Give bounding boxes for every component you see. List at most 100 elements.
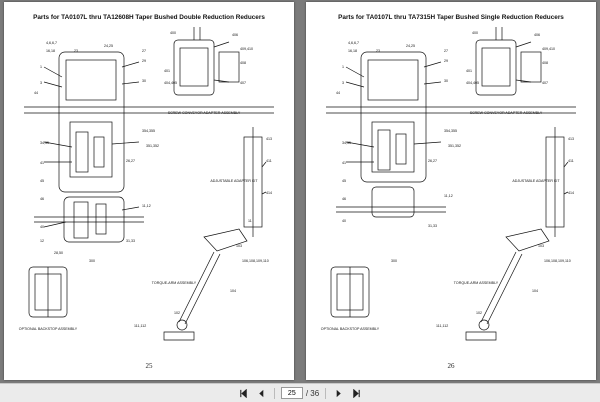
total-pages-label: / 36 bbox=[305, 388, 320, 398]
callout-label: 111,112 bbox=[134, 324, 146, 328]
callout-label: 16,18 bbox=[46, 49, 55, 53]
callout-label: 408 bbox=[542, 61, 548, 65]
next-page-icon bbox=[336, 389, 341, 397]
page-25: Parts for TA0107L thru TA12608H Taper Bu… bbox=[4, 2, 294, 380]
callout-label: 27 bbox=[444, 49, 448, 53]
next-page-button[interactable] bbox=[332, 387, 344, 399]
callout-label: 103 bbox=[236, 244, 242, 248]
page-number: 25 bbox=[145, 362, 153, 370]
callout-label: 16,18 bbox=[348, 49, 357, 53]
callout-label: 4,6,6,7 bbox=[46, 41, 57, 45]
callout-label: 26,27 bbox=[428, 159, 437, 163]
callout-label: 4,6,6,7 bbox=[348, 41, 359, 45]
callout-label: 401 bbox=[164, 69, 170, 73]
first-page-button[interactable] bbox=[238, 387, 250, 399]
callout-label: 406 bbox=[232, 33, 238, 37]
callout-label: 44 bbox=[34, 91, 38, 95]
callout-label: 102 bbox=[174, 311, 180, 315]
callout-label: 354,355 bbox=[444, 129, 457, 133]
caption-backstop: OPTIONAL BACKSTOP ASSEMBLY bbox=[19, 327, 78, 331]
exploded-parts-diagram: 4,6,6,7 16,18 1 3 44 34,35 41 45 46 40 1… bbox=[19, 27, 274, 341]
callout-label: 408 bbox=[240, 61, 246, 65]
callout-label: 31,33 bbox=[428, 224, 437, 228]
page-title: Parts for TA0107L thru TA7315H Taper Bus… bbox=[338, 14, 564, 21]
callout-label: 30 bbox=[142, 79, 146, 83]
callout-label: 106,108,109,110 bbox=[544, 259, 571, 263]
callout-label: 413 bbox=[266, 137, 272, 141]
callout-label: 111,112 bbox=[436, 324, 448, 328]
page-title: Parts for TA0107L thru TA12608H Taper Bu… bbox=[33, 14, 265, 21]
caption-backstop: OPTIONAL BACKSTOP ASSEMBLY bbox=[321, 327, 380, 331]
page-navigation-toolbar: / 36 bbox=[0, 383, 600, 402]
callout-label: 104 bbox=[532, 289, 538, 293]
callout-label: 23 bbox=[376, 49, 380, 53]
callout-label: 41 bbox=[342, 161, 346, 165]
last-page-button[interactable] bbox=[350, 387, 362, 399]
callout-label: 351,352 bbox=[146, 144, 159, 148]
callout-label: 45 bbox=[40, 179, 44, 183]
callout-label: 1 bbox=[342, 65, 344, 69]
callout-label: 46 bbox=[342, 197, 346, 201]
callout-label: 24,25 bbox=[406, 44, 415, 48]
caption-torque-arm: TORQUE-ARM ASSEMBLY bbox=[152, 281, 197, 285]
callout-label: 31,33 bbox=[126, 239, 135, 243]
callout-label: 406 bbox=[534, 33, 540, 37]
callout-label: 351,352 bbox=[448, 144, 461, 148]
callout-label: 45 bbox=[342, 179, 346, 183]
callout-label: 106,108,109,110 bbox=[242, 259, 269, 263]
callout-label: 414 bbox=[568, 191, 574, 195]
callout-label: 3 bbox=[40, 81, 42, 85]
callout-label: 404,405 bbox=[164, 81, 177, 85]
previous-page-icon bbox=[259, 389, 264, 397]
callout-label: 409,410 bbox=[240, 47, 253, 51]
callout-label: 29 bbox=[444, 59, 448, 63]
callout-label: 414 bbox=[266, 191, 272, 195]
callout-label: 34,35 bbox=[40, 141, 49, 145]
first-page-icon bbox=[240, 388, 248, 398]
callout-label: 104 bbox=[230, 289, 236, 293]
callout-label: 30 bbox=[444, 79, 448, 83]
callout-label: 409,410 bbox=[542, 47, 555, 51]
exploded-parts-diagram: 4,6,6,7 16,18 1 3 44 34,35 41 45 46 40 2… bbox=[321, 27, 576, 341]
callout-label: 411 bbox=[568, 159, 574, 163]
callout-label: 29 bbox=[142, 59, 146, 63]
callout-label: 40 bbox=[40, 225, 44, 229]
callout-label: 404,405 bbox=[466, 81, 479, 85]
caption-screw-conveyor: SCREW CONVEYOR ADAPTER ASSEMBLY bbox=[470, 111, 543, 115]
callout-label: 300 bbox=[391, 259, 397, 263]
page-26: Parts for TA0107L thru TA7315H Taper Bus… bbox=[306, 2, 596, 380]
callout-label: 400 bbox=[472, 31, 478, 35]
toolbar-divider bbox=[325, 387, 327, 399]
caption-torque-arm: TORQUE-ARM ASSEMBLY bbox=[454, 281, 499, 285]
callout-label: 407 bbox=[240, 81, 246, 85]
callout-label: 41 bbox=[40, 161, 44, 165]
callout-label: 26,27 bbox=[126, 159, 135, 163]
caption-adjustable-adapter: ADJUSTABLE ADAPTER KIT bbox=[210, 179, 258, 183]
page-indicator: / 36 bbox=[280, 387, 320, 399]
page-number: 26 bbox=[447, 362, 455, 370]
last-page-icon bbox=[352, 388, 360, 398]
callout-label: 102 bbox=[476, 311, 482, 315]
callout-label: 27 bbox=[142, 49, 146, 53]
document-viewer[interactable]: Parts for TA0107L thru TA12608H Taper Bu… bbox=[0, 0, 600, 383]
callout-label: 12 bbox=[40, 239, 44, 243]
previous-page-button[interactable] bbox=[256, 387, 268, 399]
callout-label: 28,50 bbox=[54, 251, 63, 255]
callout-label: 400 bbox=[170, 31, 176, 35]
page-number-input[interactable] bbox=[280, 387, 303, 399]
callout-label: 354,355 bbox=[142, 129, 155, 133]
callout-label: 411 bbox=[266, 159, 272, 163]
callout-label: 24,25 bbox=[104, 44, 113, 48]
callout-label: 401 bbox=[466, 69, 472, 73]
callout-label: 3 bbox=[342, 81, 344, 85]
callout-label: 34,35 bbox=[342, 141, 351, 145]
callout-label: 1 bbox=[40, 65, 42, 69]
callout-label: 44 bbox=[336, 91, 340, 95]
callout-label: 11,12 bbox=[444, 194, 453, 198]
callout-label: 46 bbox=[40, 197, 44, 201]
caption-screw-conveyor: SCREW CONVEYOR ADAPTER ASSEMBLY bbox=[168, 111, 241, 115]
callout-label: 23 bbox=[74, 49, 78, 53]
callout-label: 103 bbox=[538, 244, 544, 248]
callout-label: 300 bbox=[89, 259, 95, 263]
callout-label: 40 bbox=[342, 219, 346, 223]
